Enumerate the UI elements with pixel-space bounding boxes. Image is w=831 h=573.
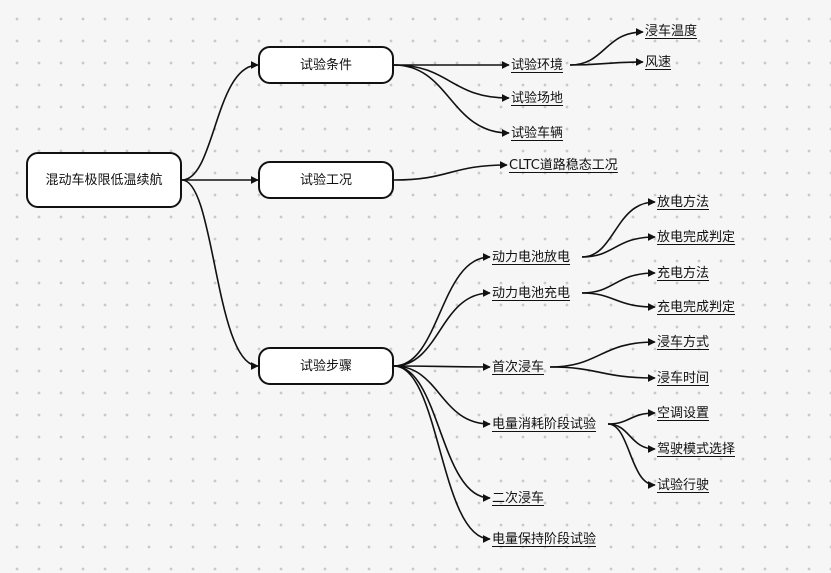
edge-discharge-method bbox=[581, 198, 656, 258]
leaf-charge-complete[interactable]: 充电完成判定 bbox=[657, 300, 736, 315]
leaf-depletion-test[interactable]: 电量消耗阶段试验 bbox=[492, 417, 597, 432]
edge-depletion-ac bbox=[607, 409, 656, 425]
leaf-first-soak[interactable]: 首次浸车 bbox=[492, 360, 545, 375]
edge-root-steps bbox=[181, 179, 259, 370]
leaf-drive-mode[interactable]: 驾驶模式选择 bbox=[657, 442, 736, 457]
edge-steps-depletion bbox=[393, 365, 491, 428]
edge-conditions-vehicle bbox=[393, 64, 510, 137]
leaf-test-site[interactable]: 试验场地 bbox=[511, 91, 564, 106]
edge-steps-discharge bbox=[393, 253, 491, 367]
leaf-test-driving[interactable]: 试验行驶 bbox=[657, 478, 710, 493]
leaf-test-environment[interactable]: 试验环境 bbox=[511, 58, 564, 73]
leaf-test-vehicle[interactable]: 试验车辆 bbox=[511, 126, 564, 141]
edge-environment-wind bbox=[569, 58, 644, 67]
edge-steps-firstsoak bbox=[393, 362, 491, 371]
leaf-discharge-complete[interactable]: 放电完成判定 bbox=[657, 230, 736, 245]
leaf-second-soak[interactable]: 二次浸车 bbox=[492, 491, 545, 506]
edge-steps-sustain bbox=[393, 365, 491, 543]
edge-steps-charge bbox=[393, 289, 491, 367]
edge-steps-secondsoak bbox=[393, 365, 491, 502]
leaf-sustain-test[interactable]: 电量保持阶段试验 bbox=[492, 532, 597, 547]
leaf-soak-method[interactable]: 浸车方式 bbox=[657, 335, 710, 350]
edge-conditions-site bbox=[393, 64, 510, 102]
leaf-soak-temperature[interactable]: 浸车温度 bbox=[645, 24, 698, 39]
leaf-battery-discharge[interactable]: 动力电池放电 bbox=[492, 250, 571, 265]
branch-steps[interactable]: 试验步骤 bbox=[258, 347, 394, 385]
edge-operating-cltc bbox=[393, 161, 508, 181]
edge-charge-done bbox=[581, 292, 656, 311]
edge-root-conditions bbox=[181, 61, 259, 181]
leaf-cltc-condition[interactable]: CLTC道路稳态工况 bbox=[509, 158, 618, 173]
branch-conditions[interactable]: 试验条件 bbox=[258, 46, 394, 84]
leaf-battery-charge[interactable]: 动力电池充电 bbox=[492, 286, 571, 301]
leaf-ac-setting[interactable]: 空调设置 bbox=[657, 406, 710, 421]
edge-environment-soaktemp bbox=[569, 28, 644, 66]
leaf-wind-speed[interactable]: 风速 bbox=[645, 55, 672, 70]
edge-depletion-drivemode bbox=[607, 423, 656, 453]
edge-firstsoak-time bbox=[549, 366, 656, 382]
leaf-charge-method[interactable]: 充电方法 bbox=[657, 266, 710, 281]
edge-discharge-done bbox=[581, 233, 656, 258]
leaf-discharge-method[interactable]: 放电方法 bbox=[657, 195, 710, 210]
leaf-soak-time[interactable]: 浸车时间 bbox=[657, 371, 710, 386]
root-node[interactable]: 混动车极限低温续航 bbox=[26, 152, 182, 208]
edge-firstsoak-method bbox=[549, 338, 656, 368]
branch-operating[interactable]: 试验工况 bbox=[258, 161, 394, 199]
edge-charge-method bbox=[581, 269, 656, 294]
edge-depletion-testdriving bbox=[607, 423, 656, 489]
